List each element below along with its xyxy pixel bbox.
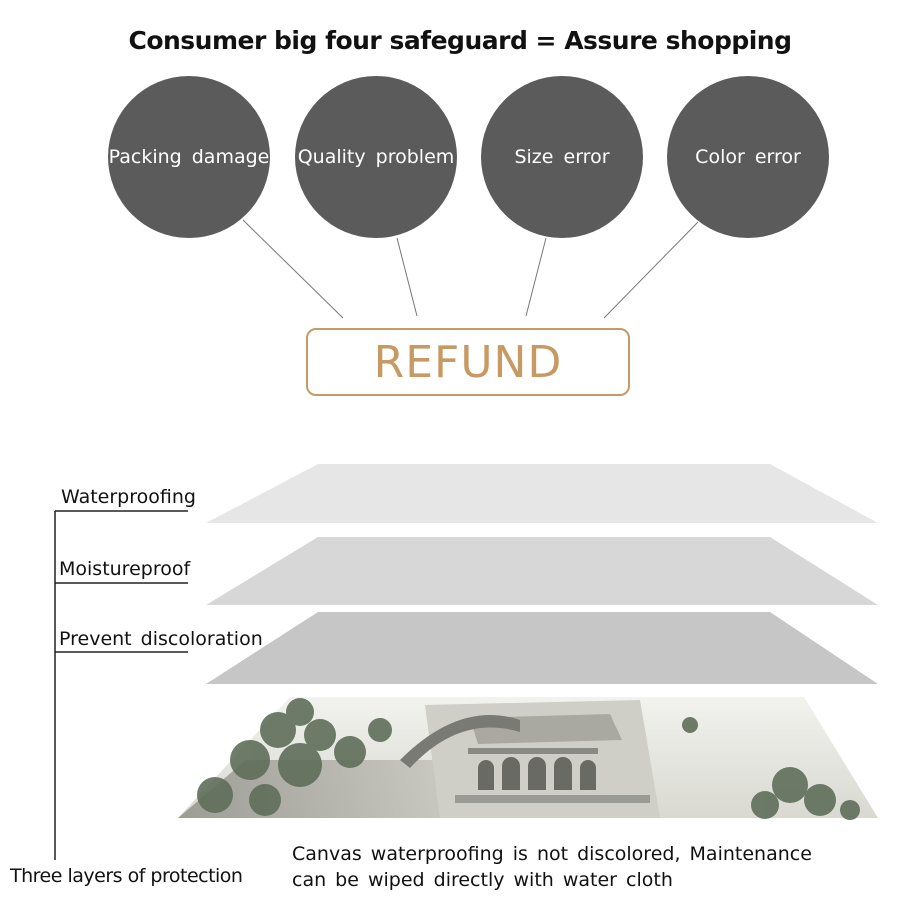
caption: Canvas waterproofing is not discolored, … — [292, 841, 812, 893]
refund-label: REFUND — [373, 336, 563, 388]
layer-label-waterproofing: Waterproofing — [61, 486, 196, 508]
layer-label-prevent-discoloration: Prevent discoloration — [59, 628, 263, 650]
safeguard-circle-color-error: Color error — [667, 76, 829, 238]
connector-line-quality — [396, 237, 418, 317]
safeguard-label: Packing damage — [108, 146, 270, 168]
protection-label: Three layers of protection — [10, 865, 243, 887]
layer-sheet-moistureproof — [206, 537, 878, 605]
refund-box: REFUND — [306, 328, 630, 396]
safeguard-label: Size error — [514, 146, 610, 168]
connector-line-color — [603, 221, 699, 319]
safeguard-circle-size-error: Size error — [481, 76, 643, 238]
safeguard-circle-packing-damage: Packing damage — [108, 76, 270, 238]
layer-label-moistureproof: Moistureproof — [59, 558, 191, 580]
caption-line-2: can be wiped directly with water cloth — [292, 869, 673, 891]
layer-sheet-prevent-discoloration — [206, 612, 878, 684]
layer-sheet-waterproofing — [206, 464, 878, 523]
connector-line-size — [525, 237, 547, 317]
caption-line-1: Canvas waterproofing is not discolored, … — [292, 843, 812, 865]
canvas-print-image — [178, 697, 878, 820]
connector-line-packing — [242, 219, 344, 319]
safeguard-circle-quality-problem: Quality problem — [295, 76, 457, 238]
page-title: Consumer big four safeguard = Assure sho… — [128, 26, 792, 55]
safeguard-label: Quality problem — [297, 146, 455, 168]
safeguard-label: Color error — [695, 146, 801, 168]
